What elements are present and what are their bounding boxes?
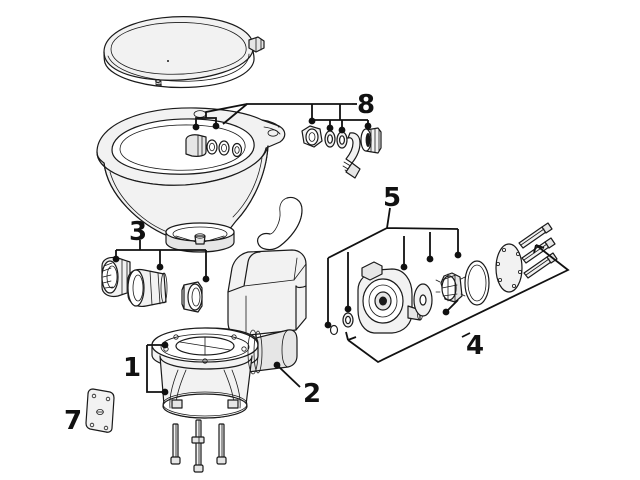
part-pump-body (357, 261, 423, 334)
callout-number-3: 3 (129, 217, 148, 247)
callout-number-1: 1 (123, 353, 142, 383)
part-base-pedestal (151, 249, 307, 419)
callout-number-8: 8 (357, 90, 376, 120)
part-mounting-bolt-c (216, 423, 227, 465)
part-toilet-bowl (96, 107, 303, 253)
leader-3 (112, 240, 210, 283)
leader-2 (273, 361, 301, 388)
leader-4 (345, 244, 570, 364)
part-mounting-bolts (170, 419, 227, 473)
part-toilet-seat-lid (103, 15, 265, 89)
leader-8 (192, 103, 372, 134)
callout-number-7: 7 (64, 406, 83, 436)
part-group-3-couplings (101, 256, 203, 313)
part-pump-end-cover (495, 243, 523, 293)
part-bowl-inlet-fittings (185, 134, 243, 158)
part-mounting-bolt-b (191, 419, 205, 473)
part-group-8-fittings (301, 125, 382, 179)
part-flexible-impeller (435, 272, 466, 303)
leader-1 (146, 341, 169, 396)
part-mounting-bolt-a (170, 423, 181, 465)
leader-5 (324, 207, 462, 329)
part-cover-plate (85, 388, 115, 433)
callout-number-5: 5 (383, 183, 402, 213)
part-cover-screws (518, 222, 558, 279)
callout-number-4: 4 (466, 331, 485, 361)
part-motor-shroud (227, 249, 307, 337)
callout-number-2: 2 (303, 379, 322, 409)
part-pump-assembly (329, 222, 558, 336)
